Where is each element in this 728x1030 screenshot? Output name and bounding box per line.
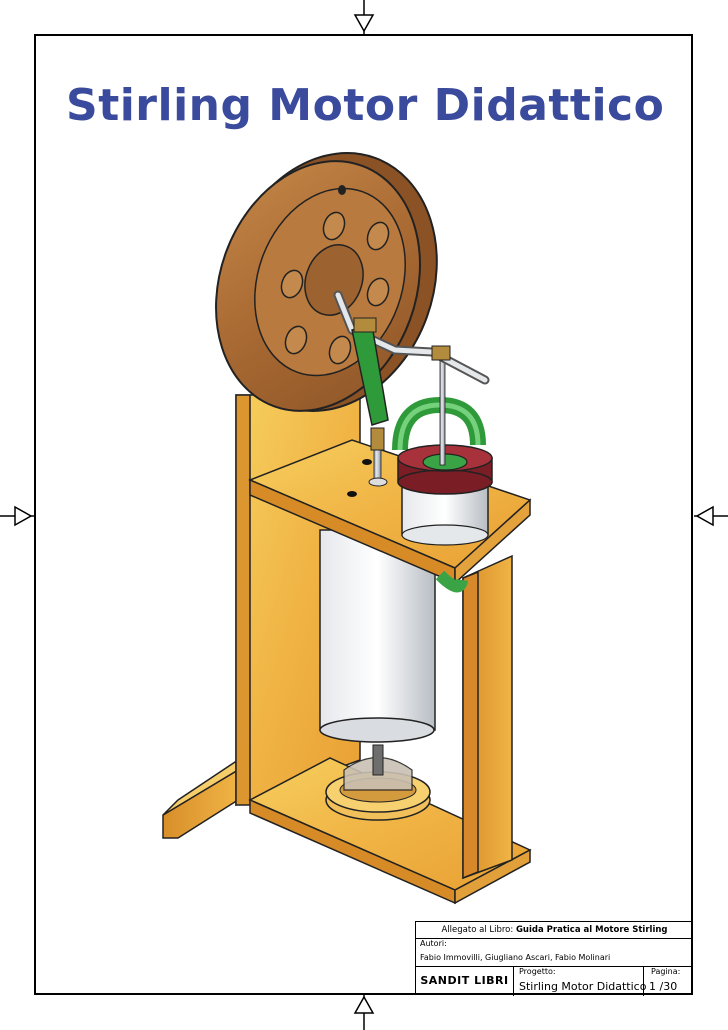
page-number: 1 /30 (649, 980, 678, 993)
authors-row: Autori: Fabio Immovilli, Giugliano Ascar… (416, 938, 693, 967)
bottom-center-marker-icon (353, 995, 375, 1030)
authors-label: Autori: (420, 939, 447, 948)
left-center-marker-icon (0, 505, 34, 527)
page-label: Pagina: (651, 967, 681, 976)
publisher-name: SANDIT LIBRI (416, 966, 514, 996)
top-center-marker-icon (353, 0, 375, 34)
drawing-frame (34, 34, 693, 995)
project-label: Progetto: (519, 967, 556, 976)
attached-book-title: Guida Pratica al Motore Stirling (515, 925, 668, 935)
page-title: Stirling Motor Didattico (66, 80, 665, 131)
project-cell: Progetto: Stirling Motor Didattico (513, 966, 647, 996)
authors-value: Fabio Immovilli, Giugliano Ascari, Fabio… (420, 953, 611, 962)
title-block: Allegato al Libro: Guida Pratica al Moto… (415, 921, 693, 996)
page-cell: Pagina: 1 /30 (643, 966, 693, 996)
right-center-marker-icon (694, 505, 728, 527)
attached-book-row: Allegato al Libro: Guida Pratica al Moto… (416, 922, 693, 939)
attached-prefix: Allegato al Libro: (441, 925, 514, 935)
project-value: Stirling Motor Didattico (519, 980, 647, 993)
